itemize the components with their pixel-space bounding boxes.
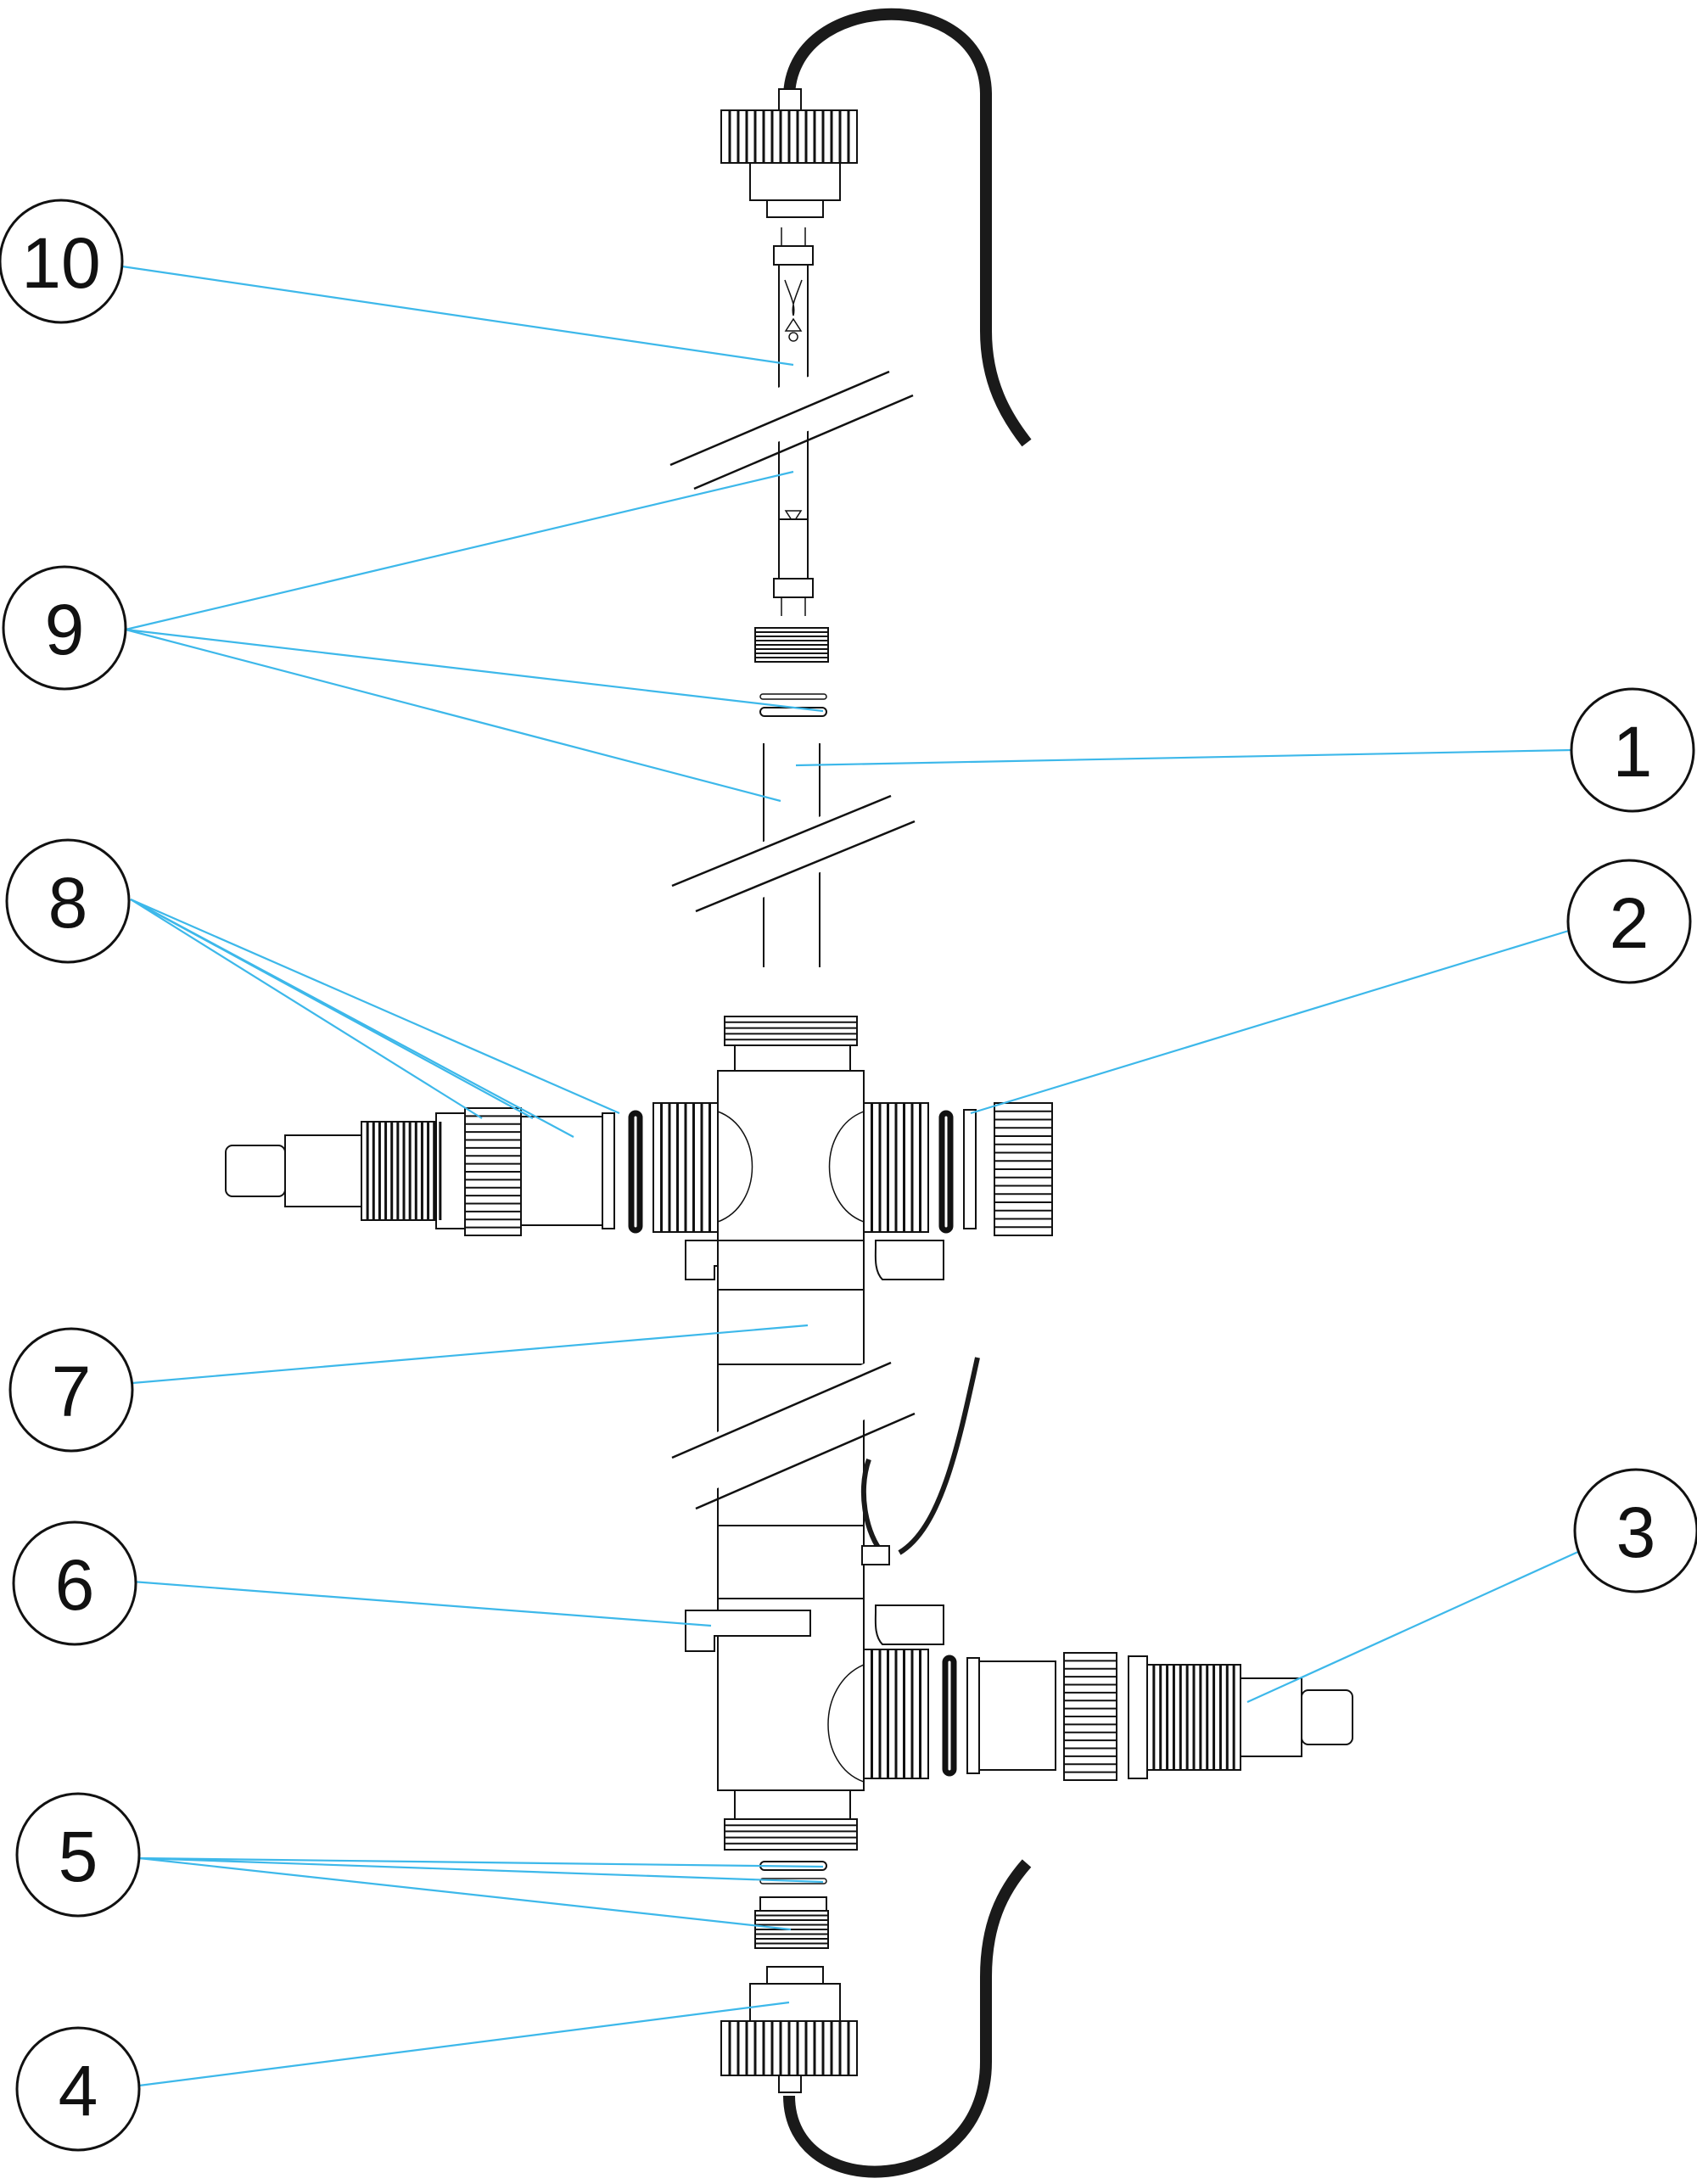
quartz-nut-bottom xyxy=(754,1896,829,1949)
leader-9c xyxy=(125,628,781,803)
leader-7 xyxy=(132,1324,809,1385)
callout-10: 10 xyxy=(0,199,124,324)
right-o-ring xyxy=(938,1110,954,1234)
left-o-ring xyxy=(628,1110,643,1234)
leader-8d xyxy=(130,898,620,1115)
callout-10-label: 10 xyxy=(21,223,100,303)
callout-7-label: 7 xyxy=(52,1352,92,1431)
callout-8: 8 xyxy=(5,838,131,964)
callout-5-label: 5 xyxy=(59,1817,98,1896)
housing-body xyxy=(647,1016,947,1851)
leader-lines xyxy=(121,265,1581,2087)
right-blanking-cap xyxy=(994,1102,1053,1236)
callout-9-label: 9 xyxy=(45,590,85,669)
callout-9: 9 xyxy=(2,565,127,691)
leader-9a xyxy=(125,470,794,631)
top-power-cable xyxy=(783,8,1032,447)
lower-union-nut xyxy=(1063,1652,1117,1781)
leader-6 xyxy=(132,1580,712,1627)
leader-5a xyxy=(138,1856,824,1868)
callout-8-label: 8 xyxy=(48,863,88,943)
callout-1: 1 xyxy=(1570,687,1695,813)
quartz-sleeve xyxy=(647,743,963,967)
callout-4-label: 4 xyxy=(59,2051,98,2131)
internal-wire xyxy=(860,1357,980,1565)
callout-3-label: 3 xyxy=(1616,1492,1656,1572)
leader-4 xyxy=(138,2001,790,2087)
leader-1 xyxy=(795,748,1572,767)
callout-1-label: 1 xyxy=(1613,712,1653,792)
left-hose-tail xyxy=(225,1112,466,1229)
callout-7: 7 xyxy=(8,1327,134,1453)
top-end-cap xyxy=(720,88,858,218)
callout-5: 5 xyxy=(15,1792,141,1918)
leader-2 xyxy=(970,928,1572,1115)
quartz-nut-top xyxy=(754,627,829,663)
callout-6-label: 6 xyxy=(55,1545,95,1625)
leader-9b xyxy=(125,628,824,713)
callout-4: 4 xyxy=(15,2026,141,2152)
callout-2: 2 xyxy=(1566,859,1692,984)
lower-spigot xyxy=(966,1657,1056,1774)
lower-o-ring xyxy=(942,1655,957,1777)
leader-5b xyxy=(138,1856,824,1884)
right-blanking-washer xyxy=(963,1109,977,1229)
lamp-break-lines xyxy=(595,338,933,502)
right-hose-tail xyxy=(1128,1655,1353,1779)
left-union-nut xyxy=(464,1107,522,1236)
bottom-power-cable xyxy=(783,1859,1032,2178)
callout-2-label: 2 xyxy=(1610,883,1649,963)
leader-8c xyxy=(130,899,574,1138)
callout-6: 6 xyxy=(12,1520,137,1646)
left-spigot xyxy=(520,1112,615,1229)
leader-8a xyxy=(130,899,483,1119)
callout-3: 3 xyxy=(1573,1468,1697,1593)
leader-10 xyxy=(121,265,794,367)
leader-5c xyxy=(138,1856,792,1931)
leader-3 xyxy=(1246,1549,1581,1704)
bottom-end-cap xyxy=(720,1966,858,2093)
